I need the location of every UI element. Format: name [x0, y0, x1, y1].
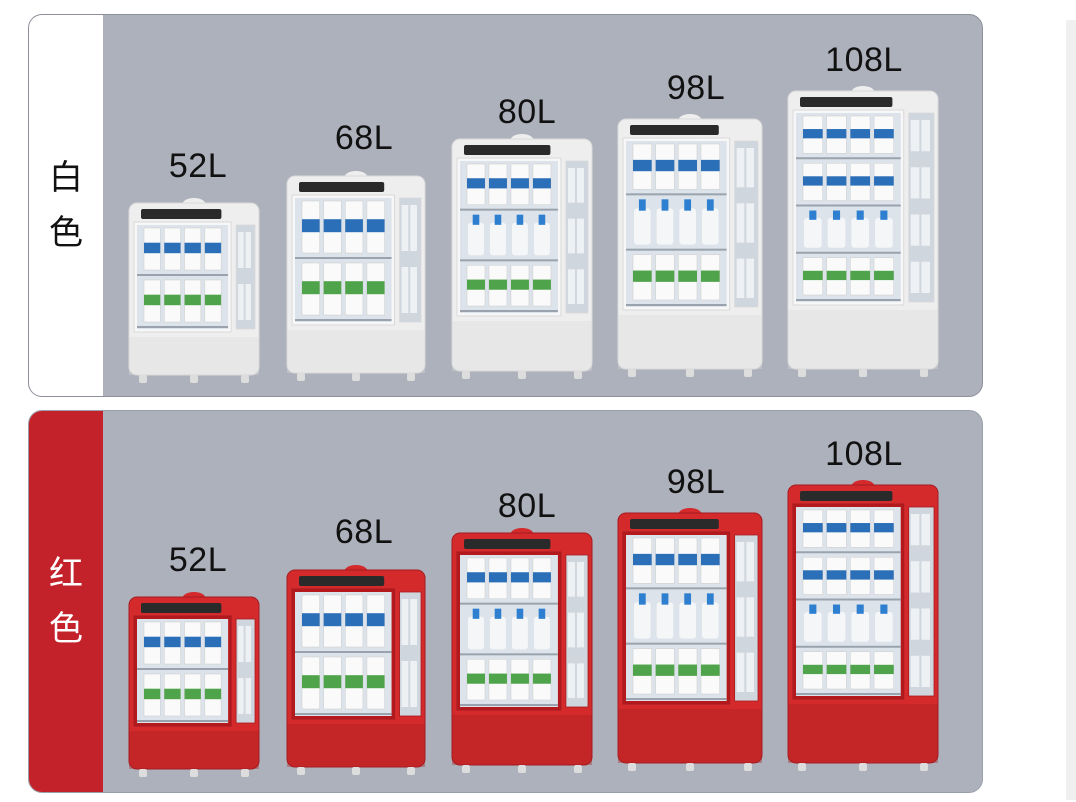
- cabinet-image-108l: [787, 480, 939, 771]
- red-color-panel: 红 色 52L 68L 80L 98L 108L: [28, 410, 983, 793]
- cabinet-image-52l: [128, 592, 260, 777]
- right-edge-strip: [1066, 20, 1076, 800]
- volume-label-68l: 68L: [334, 513, 394, 551]
- volume-label-98l: 98L: [666, 463, 726, 501]
- volume-label-52l: 52L: [168, 147, 228, 185]
- cabinet-image-98l: [617, 508, 763, 771]
- cabinet-image-68l: [286, 171, 426, 381]
- color-label-char: 红: [49, 553, 83, 594]
- color-label-white: 白 色: [29, 15, 103, 396]
- cabinet-image-108l: [787, 86, 939, 377]
- volume-label-68l: 68L: [334, 119, 394, 157]
- volume-label-108l: 108L: [825, 435, 903, 473]
- volume-label-80l: 80L: [497, 487, 557, 525]
- cabinet-image-52l: [128, 198, 260, 383]
- volume-label-52l: 52L: [168, 541, 228, 579]
- cabinet-image-68l: [286, 565, 426, 775]
- white-color-panel: 白 色 52L 68L 80L 98L 108L: [28, 14, 983, 397]
- volume-label-80l: 80L: [497, 93, 557, 131]
- cabinet-image-98l: [617, 114, 763, 377]
- color-label-char: 白: [49, 157, 83, 198]
- cabinet-image-80l: [451, 528, 593, 773]
- cabinet-image-80l: [451, 134, 593, 379]
- volume-label-108l: 108L: [825, 41, 903, 79]
- color-label-red: 红 色: [29, 411, 103, 792]
- color-label-char: 色: [49, 212, 83, 253]
- volume-label-98l: 98L: [666, 69, 726, 107]
- color-label-char: 色: [49, 608, 83, 649]
